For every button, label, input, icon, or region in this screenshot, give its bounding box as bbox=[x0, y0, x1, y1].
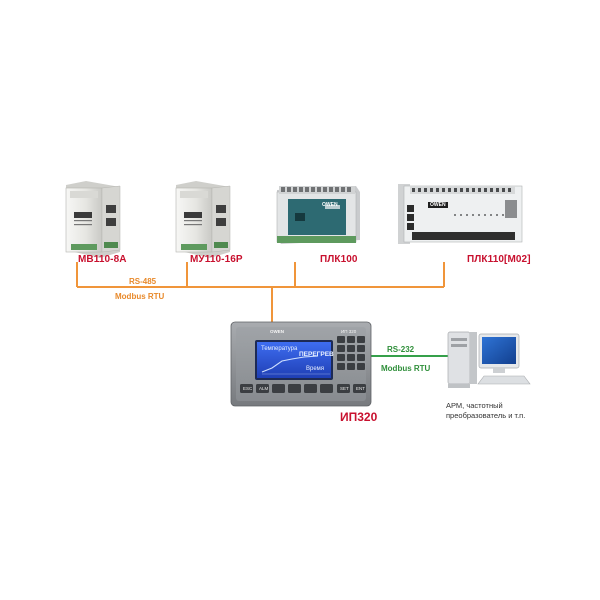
hmi-screen-status: ПЕРЕГРЕВ bbox=[299, 351, 334, 358]
computer-icon bbox=[447, 331, 531, 388]
rs232-interface-label: RS-232 bbox=[387, 345, 415, 354]
hmi-key-set[interactable]: SET bbox=[340, 386, 349, 391]
plc100-icon bbox=[276, 186, 360, 244]
hmi-key-ent[interactable]: ENT bbox=[356, 386, 365, 391]
hmi-model-mark: ИП 320 bbox=[341, 329, 357, 334]
device-label-my110: МУ110-16Р bbox=[190, 254, 243, 265]
hmi-key-esc[interactable]: ESC bbox=[243, 386, 253, 391]
rs232-protocol-label: Modbus RTU bbox=[381, 364, 431, 373]
rs485-protocol-label: Modbus RTU bbox=[115, 292, 165, 301]
device-label-plc100: ПЛК100 bbox=[320, 254, 358, 265]
plc110-icon bbox=[398, 184, 523, 244]
workstation-caption-line1: АРМ, частотный bbox=[446, 401, 503, 410]
rs485-bus bbox=[76, 262, 445, 322]
device-label-mb110: МВ110-8А bbox=[78, 254, 127, 265]
hmi-screen-footer: Время bbox=[306, 366, 325, 372]
workstation-caption-line2: преобразователь и т.п. bbox=[446, 411, 526, 420]
device-label-hmi: ИП320 bbox=[340, 410, 378, 424]
hmi-brand-logo: OWEN bbox=[270, 329, 284, 334]
rs485-interface-label: RS-485 bbox=[129, 277, 157, 286]
hmi-key-alm[interactable]: ALM bbox=[259, 386, 269, 391]
hmi-ip320-icon bbox=[230, 321, 372, 407]
mb110-module-icon bbox=[65, 181, 121, 258]
plc110-brand-logo: OWEN bbox=[430, 202, 446, 208]
my110-module-icon bbox=[175, 181, 231, 258]
workstation-caption: АРМ, частотный преобразователь и т.п. bbox=[446, 401, 525, 421]
plc100-brand-logo: OWEN bbox=[322, 202, 338, 208]
hmi-screen-title: Температура bbox=[261, 346, 298, 352]
device-label-plc110: ПЛК110[М02] bbox=[467, 254, 531, 265]
